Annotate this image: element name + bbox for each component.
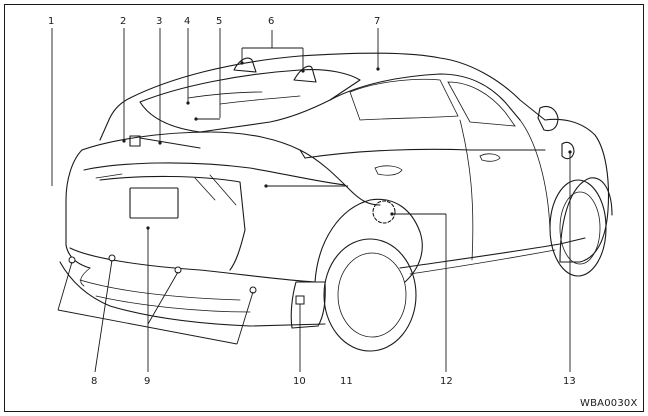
callout-2: 2 — [120, 16, 126, 27]
callout-labels: 1 2 3 4 5 6 7 8 9 10 11 12 13 WBA0030X — [48, 16, 638, 409]
figure-code: WBA0030X — [580, 398, 638, 409]
callout-6: 6 — [268, 16, 274, 27]
figure-border — [4, 4, 644, 412]
callout-1: 1 — [48, 16, 54, 27]
callout-11: 11 — [340, 376, 353, 387]
callout-5: 5 — [216, 16, 222, 27]
callout-3: 3 — [156, 16, 162, 27]
callout-4: 4 — [184, 16, 190, 27]
callout-7: 7 — [374, 16, 380, 27]
callout-10: 10 — [293, 376, 306, 387]
vehicle-rear-view-illustration — [59, 52, 613, 352]
callout-13: 13 — [563, 376, 576, 387]
callout-12: 12 — [440, 376, 453, 387]
leader-lines — [51, 28, 572, 373]
callout-9: 9 — [144, 376, 150, 387]
callout-8: 8 — [91, 376, 97, 387]
